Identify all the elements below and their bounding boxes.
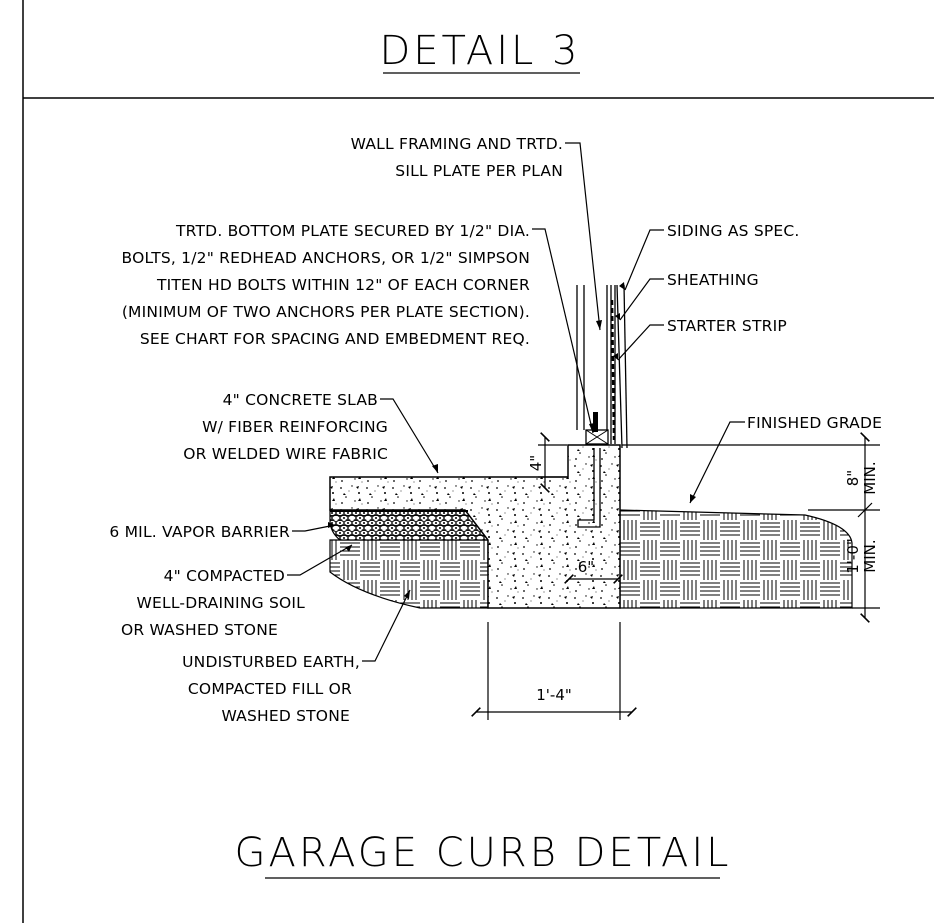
bolt-nut <box>593 412 598 432</box>
detail-title: DETAIL 3 <box>379 28 580 74</box>
svg-text:SILL PLATE PER PLAN: SILL PLATE PER PLAN <box>395 162 563 180</box>
label-starter-strip: STARTER STRIP <box>667 317 787 335</box>
label-undisturbed-earth: UNDISTURBED EARTH, COMPACTED FILL OR WAS… <box>182 653 360 725</box>
dim-slab-step: 4" <box>527 455 545 471</box>
svg-text:WELL-DRAINING SOIL: WELL-DRAINING SOIL <box>136 594 305 612</box>
svg-text:WALL FRAMING AND TRTD.: WALL FRAMING AND TRTD. <box>351 135 563 153</box>
label-siding: SIDING AS SPEC. <box>667 222 800 240</box>
svg-text:(MINIMUM OF TWO ANCHORS PER PL: (MINIMUM OF TWO ANCHORS PER PLATE SECTIO… <box>122 303 530 321</box>
svg-text:SEE CHART FOR SPACING AND EMBE: SEE CHART FOR SPACING AND EMBEDMENT REQ. <box>140 330 530 348</box>
siding-line <box>616 284 623 449</box>
dim-depth-min: MIN. <box>861 539 879 572</box>
label-sheathing: SHEATHING <box>667 271 759 289</box>
svg-text:OR WELDED WIRE FABRIC: OR WELDED WIRE FABRIC <box>183 445 388 463</box>
svg-text:TITEN HD BOLTS WITHIN 12" OF E: TITEN HD BOLTS WITHIN 12" OF EACH CORNER <box>156 276 530 294</box>
svg-text:UNDISTURBED EARTH,: UNDISTURBED EARTH, <box>182 653 360 671</box>
label-bottom-plate: TRTD. BOTTOM PLATE SECURED BY 1/2" DIA. … <box>122 222 530 348</box>
compacted-stone-layer <box>329 509 489 541</box>
label-concrete-slab: 4" CONCRETE SLAB W/ FIBER REINFORCING OR… <box>183 391 388 463</box>
undisturbed-earth-left <box>329 539 489 609</box>
dim-curb-offset: 6" <box>578 558 594 576</box>
dim-grade-min: MIN. <box>861 461 879 494</box>
label-wall-framing: WALL FRAMING AND TRTD. SILL PLATE PER PL… <box>351 135 563 180</box>
svg-text:COMPACTED FILL OR: COMPACTED FILL OR <box>188 680 352 698</box>
dim-grade-height: 8" <box>844 470 862 486</box>
undisturbed-earth-right <box>619 509 853 609</box>
drawing-title: GARAGE CURB DETAIL <box>235 830 732 876</box>
dim-footing-width: 1'-4" <box>536 686 572 704</box>
label-vapor-barrier: 6 MIL. VAPOR BARRIER <box>109 523 290 541</box>
anchor-bolt <box>577 448 601 528</box>
svg-text:TRTD. BOTTOM PLATE SECURED BY: TRTD. BOTTOM PLATE SECURED BY 1/2" DIA. <box>175 222 530 240</box>
svg-text:BOLTS, 1/2" REDHEAD ANCHORS, O: BOLTS, 1/2" REDHEAD ANCHORS, OR 1/2" SIM… <box>122 249 530 267</box>
label-finished-grade: FINISHED GRADE <box>747 414 882 432</box>
svg-text:W/ FIBER REINFORCING: W/ FIBER REINFORCING <box>202 418 388 436</box>
svg-text:WASHED STONE: WASHED STONE <box>221 707 350 725</box>
starter-strip <box>610 299 616 441</box>
svg-text:OR WASHED STONE: OR WASHED STONE <box>121 621 278 639</box>
svg-text:4" CONCRETE SLAB: 4" CONCRETE SLAB <box>223 391 378 409</box>
svg-text:4" COMPACTED: 4" COMPACTED <box>164 567 285 585</box>
label-compacted-soil: 4" COMPACTED WELL-DRAINING SOIL OR WASHE… <box>121 567 305 639</box>
dim-depth: 1'-0" <box>844 538 862 574</box>
